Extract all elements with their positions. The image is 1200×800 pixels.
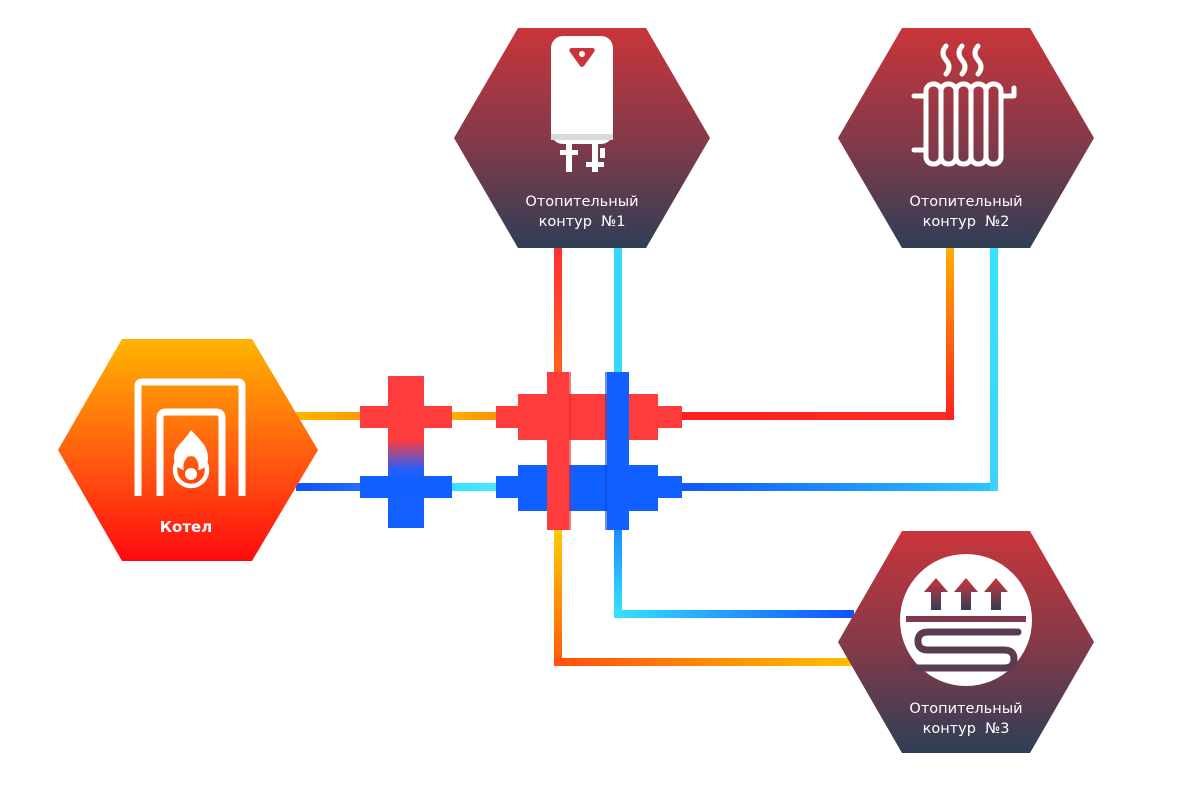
supply-pipe-boiler bbox=[296, 412, 368, 420]
return-riser bbox=[607, 372, 629, 530]
supply-riser bbox=[547, 372, 569, 530]
underfloor-heating-icon bbox=[900, 554, 1032, 686]
circuit1-node: Отопительный контур №1 bbox=[454, 28, 710, 248]
circuit2-supply-pipe-v bbox=[946, 246, 954, 420]
separator-supply-fitting bbox=[360, 406, 452, 428]
circuit3-supply-pipe-h bbox=[554, 658, 854, 666]
distribution-manifold bbox=[496, 372, 682, 530]
circuit1-supply-pipe bbox=[554, 246, 562, 376]
flame-icon bbox=[172, 430, 210, 489]
pipes bbox=[296, 246, 998, 666]
circuit1-label-line2: контур №1 bbox=[539, 214, 626, 230]
circuit3-return-pipe-h bbox=[614, 610, 854, 618]
radiator-icon bbox=[911, 43, 1017, 167]
circuit3-supply-pipe-v bbox=[554, 528, 562, 666]
return-pipe-boiler bbox=[296, 483, 368, 491]
circuit2-hexagon bbox=[838, 28, 1094, 248]
circuit2-node: Отопительный контур №2 bbox=[838, 28, 1094, 248]
return-manifold-body bbox=[518, 465, 658, 511]
water-heater-icon bbox=[551, 36, 613, 172]
return-pipe-middle bbox=[452, 483, 502, 491]
circuit2-label-line2: контур №2 bbox=[923, 214, 1010, 230]
circuit2-label-line1: Отопительный bbox=[909, 194, 1022, 210]
hydraulic-separator bbox=[360, 376, 452, 528]
circuit3-label-line2: контур №3 bbox=[923, 721, 1010, 737]
boiler-icon bbox=[134, 378, 246, 496]
circuit3-node: Отопительный контур №3 bbox=[838, 531, 1094, 753]
supply-pipe-middle bbox=[452, 412, 502, 420]
circuit3-return-pipe-v bbox=[614, 528, 622, 618]
separator-return-fitting bbox=[360, 476, 452, 498]
circuit3-label-line1: Отопительный bbox=[909, 701, 1022, 717]
boiler-label: Котел bbox=[160, 518, 212, 536]
supply-manifold-body bbox=[518, 394, 658, 440]
circuit2-return-pipe-h bbox=[668, 483, 998, 491]
circuit2-supply-pipe-h bbox=[668, 412, 954, 420]
boiler-node: Котел bbox=[58, 339, 318, 561]
circuit2-return-pipe-v bbox=[990, 246, 998, 491]
circuit1-label-line1: Отопительный bbox=[525, 194, 638, 210]
circuit1-return-pipe bbox=[614, 246, 622, 376]
